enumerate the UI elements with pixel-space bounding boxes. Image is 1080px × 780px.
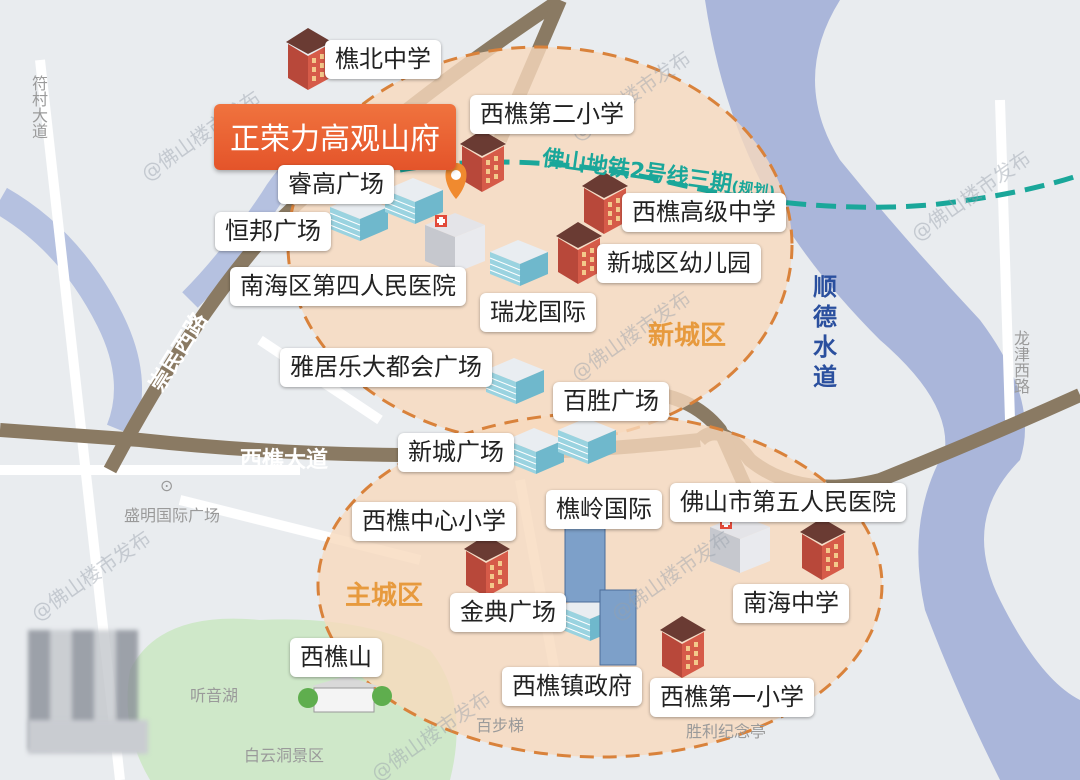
poi-label-kindergarten[interactable]: 新城区幼儿园 <box>597 244 761 283</box>
location-pin-icon <box>445 163 467 199</box>
poi-label-xiqiao-center-primary[interactable]: 西樵中心小学 <box>352 502 516 541</box>
poi-icon: ⊙ <box>160 476 174 495</box>
school-building-icon <box>464 535 510 597</box>
district-label-new: 新城区 <box>648 321 727 351</box>
poi-label-hengbang[interactable]: 恒邦广场 <box>215 212 331 251</box>
blurred-logo-text <box>28 720 148 754</box>
mall-building-icon <box>489 240 548 286</box>
poi-label-foshan-5th-hospital[interactable]: 佛山市第五人民医院 <box>670 483 906 522</box>
poi-label-yajule[interactable]: 雅居乐大都会广场 <box>280 348 492 387</box>
poi-label-baisheng[interactable]: 百胜广场 <box>553 382 669 421</box>
river-left <box>0 187 142 436</box>
poi-label-xiqiao-government[interactable]: 西樵镇政府 <box>502 667 642 706</box>
poi-label-xiqiao-1st-primary[interactable]: 西樵第一小学 <box>650 678 814 717</box>
poi-label-xiqiaoshan[interactable]: 西樵山 <box>290 638 382 677</box>
road-label-xiqiao: 西樵大道 <box>240 448 329 473</box>
scenic-house-icon <box>298 676 392 713</box>
poi-label-jindian[interactable]: 金典广场 <box>450 593 566 632</box>
river-label: 顺德水道 <box>813 273 837 391</box>
poi-label-nanhai-4th-hospital[interactable]: 南海区第四人民医院 <box>230 267 466 306</box>
poi-label-xincheng-plaza[interactable]: 新城广场 <box>398 433 514 472</box>
commercial-buildings <box>329 178 618 641</box>
project-label[interactable]: 正荣力高观山府 <box>214 104 456 170</box>
street-label-longjin: 龙津西路 <box>1011 330 1030 394</box>
district-label-main: 主城区 <box>345 581 424 611</box>
street-label-shengli: 胜利纪念亭 <box>686 722 767 741</box>
school-building-icon <box>460 130 506 192</box>
street-label-baibuti: 百步梯 <box>476 716 525 735</box>
school-buildings <box>286 28 846 678</box>
poi-label-ruilong[interactable]: 瑞龙国际 <box>480 293 596 332</box>
street-label-tingyinhu: 听音湖 <box>190 686 239 705</box>
poi-label-xiqiao-high[interactable]: 西樵高级中学 <box>622 193 786 232</box>
street-label-fucun: 符村大道 <box>29 75 48 139</box>
school-building-icon <box>286 28 332 90</box>
school-building-icon <box>660 616 706 678</box>
river-shunde <box>705 0 1080 780</box>
school-building-icon <box>556 222 602 284</box>
mall-building-icon <box>557 418 616 464</box>
poi-label-qiaoling[interactable]: 樵岭国际 <box>546 490 662 529</box>
hospital-icon <box>425 213 485 273</box>
poi-label-xiqiao-2nd-primary[interactable]: 西樵第二小学 <box>470 95 634 134</box>
street-label-baiyun: 白云洞景区 <box>244 746 325 765</box>
street-label-shengming: 盛明国际广场 <box>124 506 221 525</box>
school-building-icon <box>800 518 846 580</box>
poi-label-nanhai-middle[interactable]: 南海中学 <box>733 584 849 623</box>
mall-building-icon <box>485 358 544 404</box>
poi-label-qiaobei-middle[interactable]: 樵北中学 <box>325 40 441 79</box>
school-building-icon <box>582 172 628 234</box>
poi-label-ruigao[interactable]: 睿高广场 <box>278 165 394 204</box>
